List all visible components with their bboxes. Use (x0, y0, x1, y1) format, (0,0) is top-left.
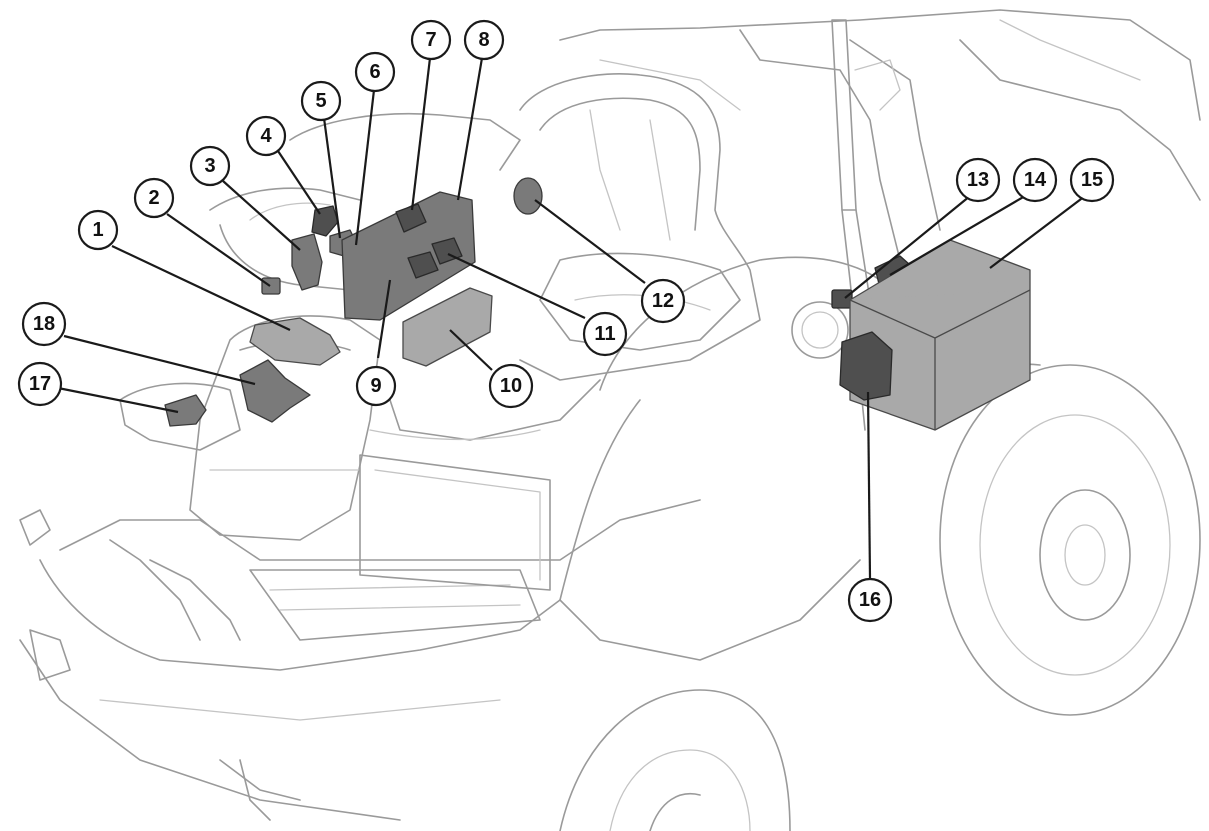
callout-13: 13 (955, 157, 1001, 203)
part-3-switch (291, 233, 323, 291)
leader-8 (456, 57, 484, 201)
mower-line-art (19, 9, 1201, 831)
part-2-connector (261, 277, 281, 295)
callout-1-label: 1 (92, 219, 103, 241)
part-12-sensor (513, 177, 543, 215)
callout-3-label: 3 (204, 155, 215, 177)
leader-17 (57, 386, 179, 414)
leader-6 (354, 89, 376, 246)
callout-8-label: 8 (478, 29, 489, 51)
part-11-relays (407, 251, 439, 279)
callout-18-label: 18 (33, 313, 55, 335)
callout-14: 14 (1012, 157, 1058, 203)
callout-11: 11 (582, 311, 628, 357)
leader-12 (534, 199, 646, 284)
part-4-relay (311, 205, 339, 237)
callout-3: 3 (189, 145, 231, 187)
callout-10: 10 (488, 363, 534, 409)
part-18-switch-unit (239, 359, 311, 423)
leader-2 (166, 213, 271, 287)
leader-14 (889, 195, 1026, 276)
part-13-connector (831, 289, 853, 309)
callout-16: 16 (847, 577, 893, 623)
leader-10 (449, 329, 493, 371)
callout-4-label: 4 (260, 125, 272, 147)
callout-15: 15 (1069, 157, 1115, 203)
callout-17-label: 17 (29, 373, 51, 395)
callout-2-label: 2 (148, 187, 159, 209)
callout-5: 5 (300, 80, 342, 122)
leader-7 (410, 57, 432, 211)
leader-1 (111, 245, 291, 331)
part-7-relay (395, 203, 427, 233)
callout-7: 7 (410, 19, 452, 61)
part-10-module (402, 287, 493, 367)
leader-18 (63, 334, 256, 386)
callout-2: 2 (133, 177, 175, 219)
callout-6-label: 6 (369, 61, 380, 83)
callout-6: 6 (354, 51, 396, 93)
callout-1: 1 (77, 209, 119, 251)
callout-17: 17 (17, 361, 63, 407)
leader-11 (447, 253, 586, 319)
callout-15-label: 15 (1081, 169, 1103, 191)
callout-12-label: 12 (652, 290, 674, 312)
leader-5 (322, 117, 342, 239)
component-parts (164, 177, 1031, 431)
part-17-plug (164, 394, 207, 427)
callout-4: 4 (245, 115, 287, 157)
callout-13-label: 13 (967, 169, 989, 191)
part-1-panel-cover (249, 317, 341, 366)
callout-16-label: 16 (859, 589, 881, 611)
leader-16 (866, 391, 872, 579)
callout-12: 12 (640, 278, 686, 324)
leader-3 (222, 180, 301, 251)
callout-11-label: 11 (594, 323, 615, 345)
callout-9: 9 (355, 365, 397, 407)
leader-9 (376, 279, 392, 359)
callout-7-label: 7 (425, 29, 436, 51)
part-16-fuse-holder (839, 331, 893, 401)
leader-13 (844, 195, 971, 299)
callouts: 1 2 3 4 5 6 7 8 (17, 19, 1115, 623)
callout-10-label: 10 (500, 375, 522, 397)
callout-5-label: 5 (315, 90, 326, 112)
leader-lines (57, 57, 1086, 579)
callout-9-label: 9 (370, 375, 381, 397)
part-8-control-box (341, 191, 476, 321)
callout-14-label: 14 (1024, 169, 1047, 191)
leader-15 (989, 195, 1086, 269)
callout-18: 18 (21, 301, 67, 347)
callout-8: 8 (463, 19, 505, 61)
leader-4 (277, 150, 321, 215)
